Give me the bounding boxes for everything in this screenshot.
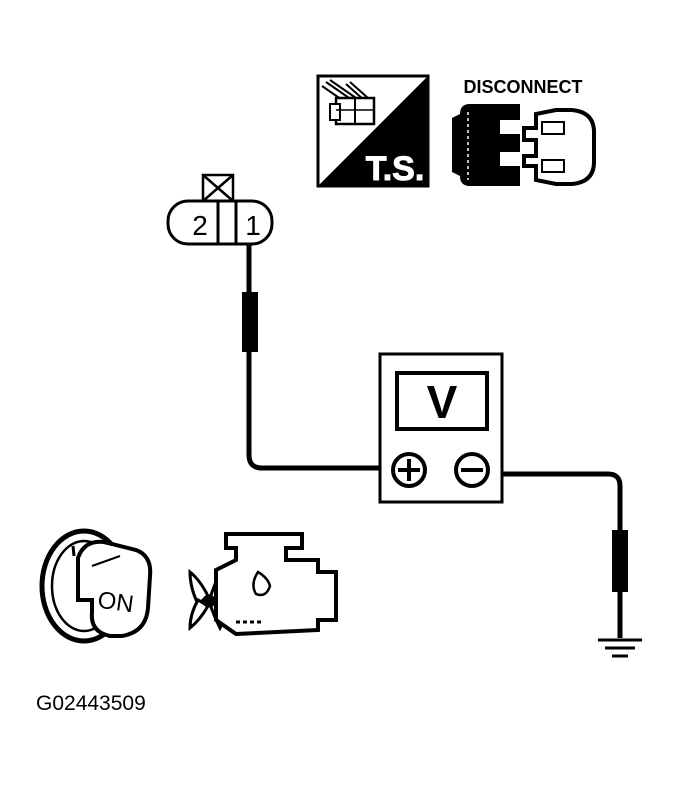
connector-male-icon [452, 104, 520, 186]
connector-pinout-icon: 2 1 [166, 173, 274, 246]
positive-probe-icon [242, 292, 258, 352]
disconnect-label: DISCONNECT [463, 77, 582, 97]
voltmeter-label: V [427, 376, 458, 428]
voltmeter-icon: V [378, 352, 504, 504]
engine-icon [188, 532, 338, 637]
voltmeter-display [395, 371, 489, 431]
negative-probe-icon [612, 530, 628, 592]
disconnect-connector-icon: DISCONNECT [452, 77, 596, 186]
terminal-test-icon: T.S. [316, 74, 430, 189]
test-symbol-label: T.S. [366, 150, 425, 188]
negative-terminal-icon [454, 452, 490, 488]
ignition-label: ON [96, 587, 135, 619]
small-connector-icon [329, 96, 376, 126]
ground-icon [598, 638, 642, 658]
positive-terminal-icon [391, 452, 427, 488]
pin-label-2: 2 [192, 210, 208, 241]
connector-female-icon [522, 108, 596, 186]
pin-label-1: 1 [245, 210, 261, 241]
negative-lead-wire [488, 471, 628, 638]
figure-id: G02443509 [36, 692, 146, 715]
ignition-key-icon: ON [39, 528, 153, 644]
positive-lead-wire [242, 244, 390, 471]
